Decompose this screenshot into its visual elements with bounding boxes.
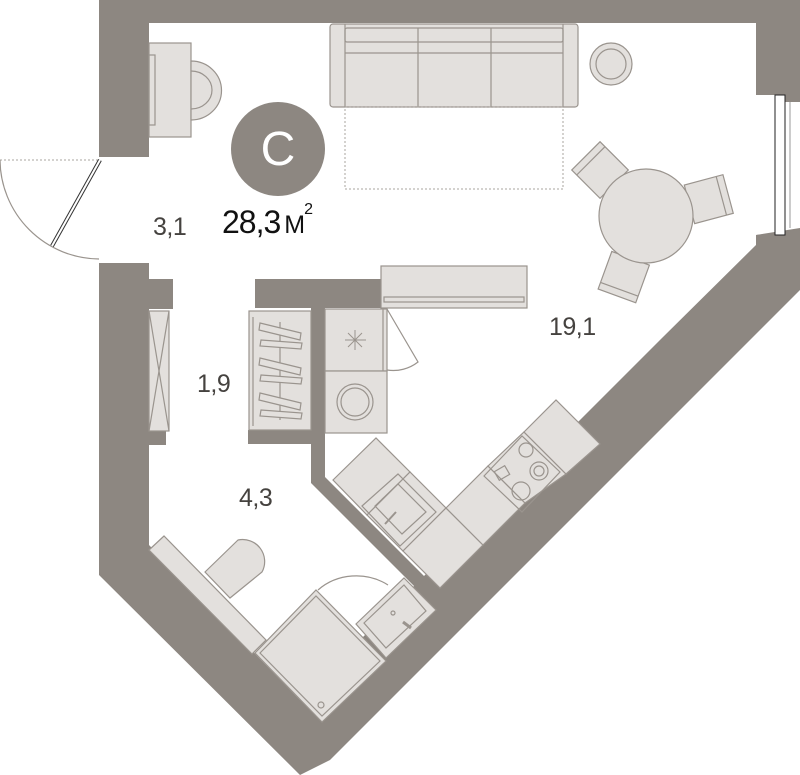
total-area-unit: М — [284, 211, 305, 239]
washing-machine-icon — [324, 370, 388, 434]
round-stool-icon — [589, 42, 633, 86]
niche-icon — [148, 310, 170, 432]
fridge-icon — [324, 308, 419, 372]
shower-tray-icon — [254, 575, 389, 723]
apartment-type-badge: С — [231, 102, 325, 196]
desk-icon — [148, 42, 192, 138]
room-area-hallway: 3,1 — [153, 213, 187, 241]
kitchen-sink-icon — [361, 473, 437, 547]
total-area-exponent: 2 — [304, 201, 313, 218]
washbasin-icon — [355, 577, 437, 659]
walls — [99, 0, 800, 775]
total-area-value: 28,3 — [222, 204, 281, 240]
room-area-bathroom: 4,3 — [239, 484, 273, 512]
entrance-door-icon — [0, 159, 102, 260]
apartment-type-letter: С — [260, 122, 296, 176]
tv-unit-icon — [380, 265, 528, 309]
cooktop-icon — [483, 435, 561, 513]
room-area-living-room: 19,1 — [549, 313, 596, 341]
toilet-icon — [148, 535, 267, 655]
window-icon — [774, 94, 791, 236]
sofa-icon — [329, 23, 579, 190]
wardrobe-icon — [248, 310, 312, 431]
room-area-wardrobe: 1,9 — [197, 370, 231, 398]
dining-table-icon — [570, 140, 735, 304]
armchair-icon — [190, 60, 223, 121]
